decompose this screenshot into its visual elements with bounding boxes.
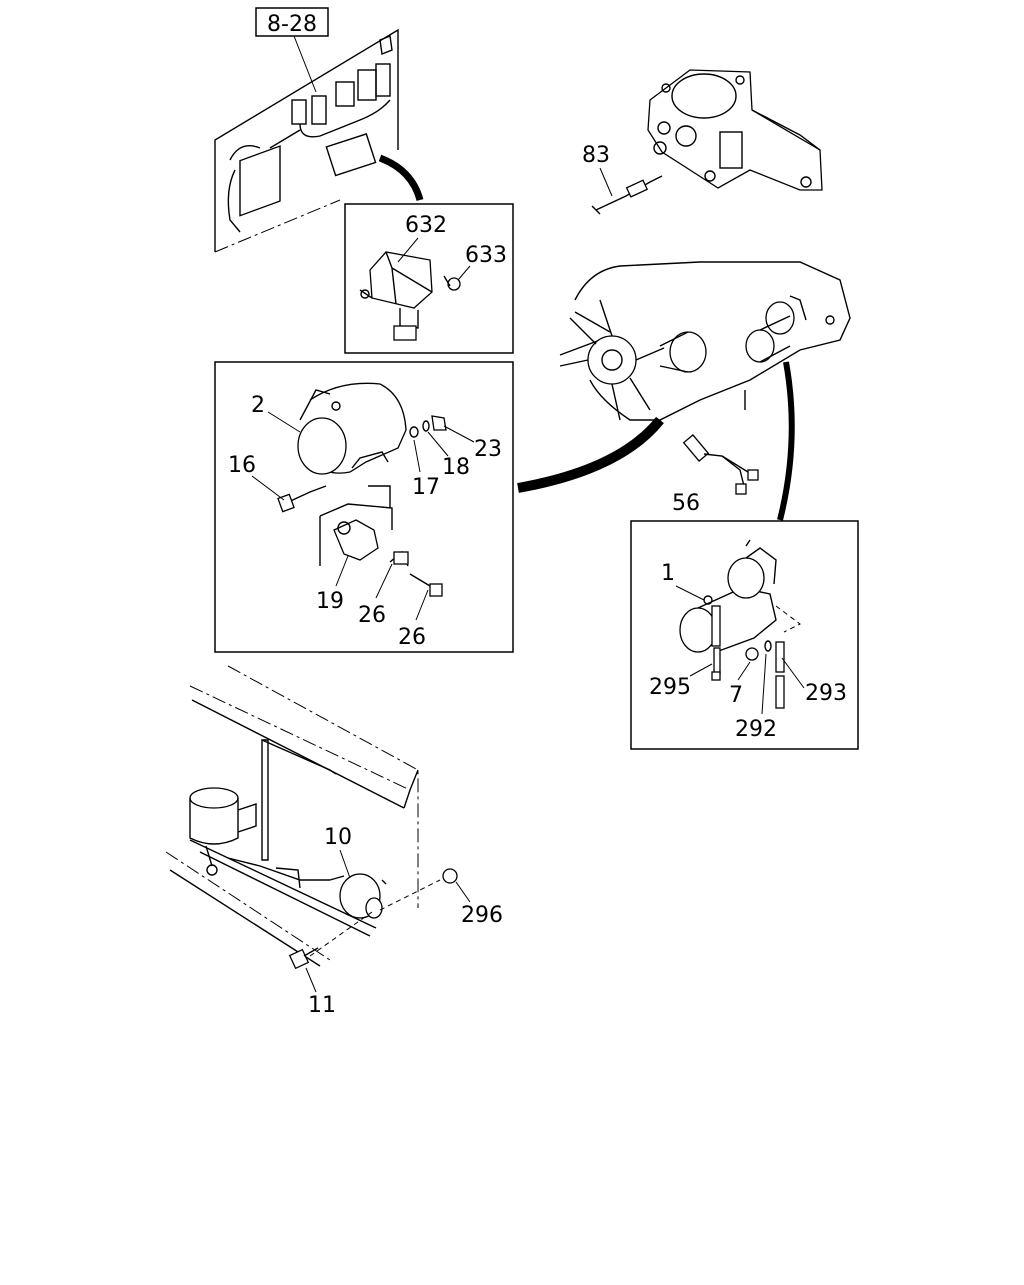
callout-292[interactable]: 292 bbox=[735, 717, 777, 742]
callout-11[interactable]: 11 bbox=[308, 993, 336, 1018]
detail-box-starter bbox=[214, 361, 514, 653]
connector-arrow-top bbox=[378, 154, 424, 202]
callout-16[interactable]: 16 bbox=[228, 453, 256, 478]
chassis-illustration bbox=[165, 665, 458, 970]
relay-panel-illustration bbox=[214, 28, 399, 253]
relay-illustration bbox=[359, 251, 461, 341]
callout-56[interactable]: 56 bbox=[672, 491, 700, 516]
housing-illustration bbox=[647, 69, 823, 191]
leader-ref bbox=[293, 35, 317, 93]
reference-label: 8-28 bbox=[267, 12, 317, 37]
callout-296[interactable]: 296 bbox=[461, 903, 503, 928]
callout-293[interactable]: 293 bbox=[805, 681, 847, 706]
callout-633[interactable]: 633 bbox=[465, 243, 507, 268]
callout-7[interactable]: 7 bbox=[729, 683, 743, 708]
starter-2-illustration bbox=[277, 382, 447, 597]
callout-83[interactable]: 83 bbox=[582, 143, 610, 168]
callout-18[interactable]: 18 bbox=[442, 455, 470, 480]
engine-illustration bbox=[559, 261, 851, 421]
sensor-83-illustration bbox=[591, 175, 663, 215]
connector-arrow-right bbox=[777, 361, 795, 521]
callout-632[interactable]: 632 bbox=[405, 213, 447, 238]
callout-10[interactable]: 10 bbox=[324, 825, 352, 850]
callout-1[interactable]: 1 bbox=[661, 561, 675, 586]
callout-295[interactable]: 295 bbox=[649, 675, 691, 700]
connector-arrow-left bbox=[517, 416, 664, 493]
starter-1-illustration bbox=[679, 539, 801, 709]
reference-box[interactable]: 8-28 bbox=[255, 7, 329, 37]
callout-2[interactable]: 2 bbox=[251, 393, 265, 418]
detail-box-starter-alt bbox=[630, 520, 859, 750]
detail-box-relay bbox=[344, 203, 514, 354]
sensor-56-illustration bbox=[682, 434, 759, 495]
callout-26-upper[interactable]: 26 bbox=[358, 603, 386, 628]
callout-19[interactable]: 19 bbox=[316, 589, 344, 614]
callout-23[interactable]: 23 bbox=[474, 437, 502, 462]
callout-26-lower[interactable]: 26 bbox=[398, 625, 426, 650]
callout-17[interactable]: 17 bbox=[412, 475, 440, 500]
